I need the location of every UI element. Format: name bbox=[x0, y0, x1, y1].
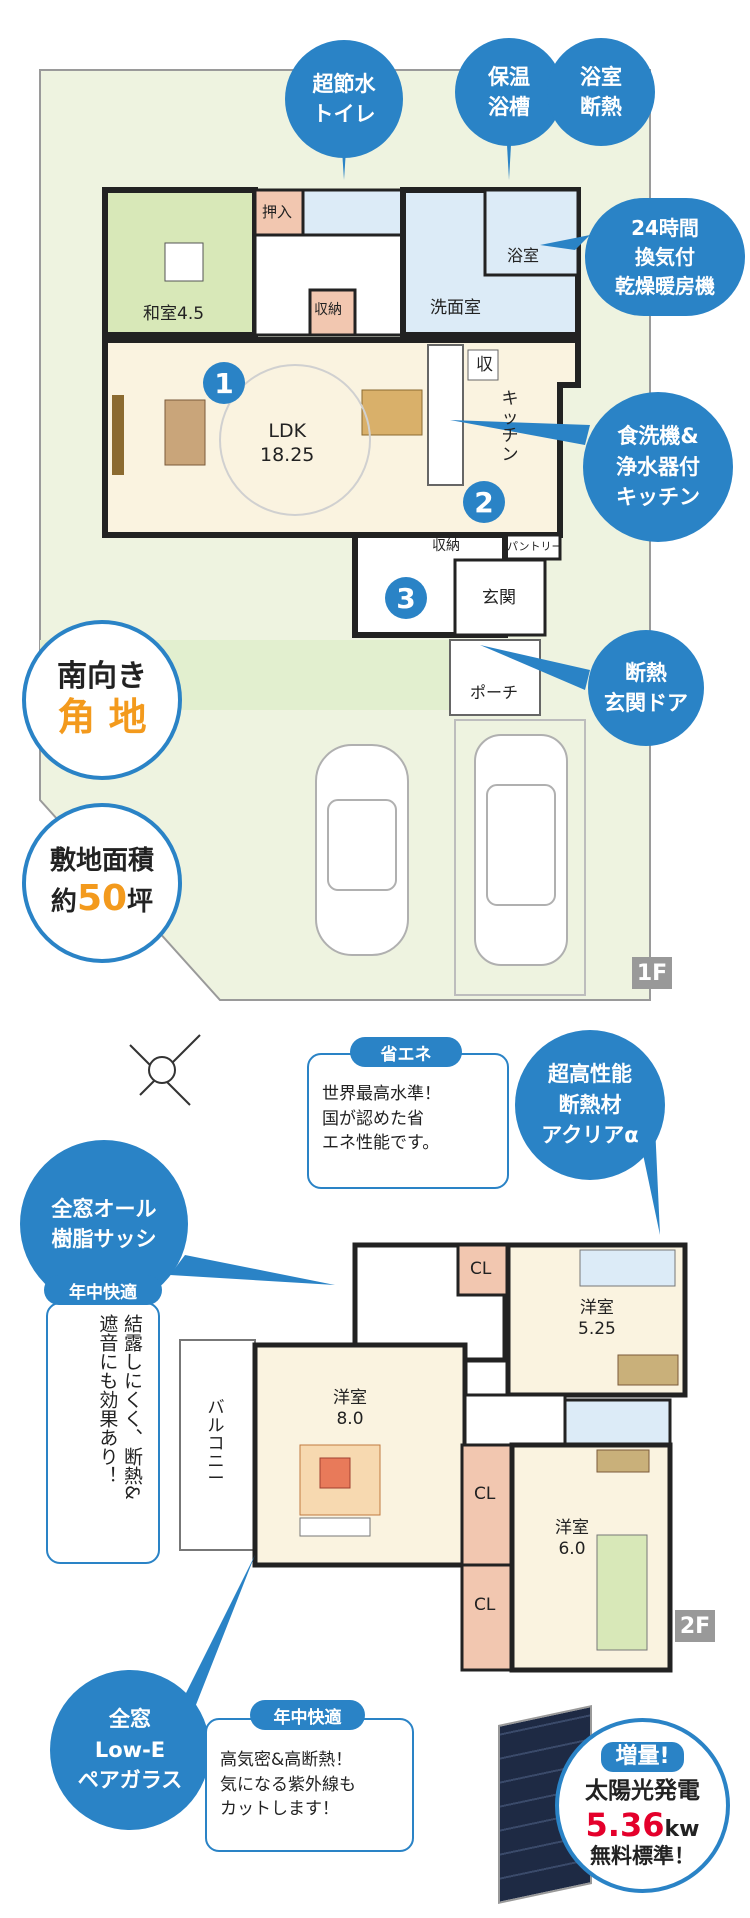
comfort-box bbox=[46, 1302, 160, 1564]
shu-label: 収 bbox=[476, 355, 493, 375]
ventilation-bubble: 24時間 換気付 乾燥暖房機 bbox=[585, 198, 745, 316]
solar-line1: 太陽光発電 bbox=[585, 1778, 700, 1805]
car-left bbox=[315, 744, 409, 956]
ldk-label: LDK 18.25 bbox=[260, 420, 315, 466]
solar-unit: kw bbox=[664, 1816, 700, 1842]
oshiire-label: 押入 bbox=[262, 203, 293, 221]
tub-bubble: 保温 浴槽 bbox=[455, 38, 563, 146]
car-right bbox=[474, 734, 568, 966]
solar-tag: 増量! bbox=[601, 1741, 684, 1773]
room-6-0-label: 洋室 6.0 bbox=[555, 1518, 589, 1560]
lowe-bubble: 全窓 Low-E ペアガラス bbox=[50, 1670, 210, 1830]
compass bbox=[129, 1034, 201, 1106]
kitchen-label: キッチン bbox=[501, 389, 519, 466]
lot-area-line2: 約50坪 bbox=[51, 877, 153, 920]
marker-2: 2 bbox=[463, 481, 505, 523]
closet-bottom-label: CL bbox=[474, 1595, 496, 1615]
insulation-bubble: 超高性能 断熱材 アクリアα bbox=[515, 1030, 665, 1180]
parking-space bbox=[454, 719, 586, 996]
solar-value: 5.36 bbox=[585, 1805, 665, 1844]
corner-lot-badge: 南向き 角 地 bbox=[22, 620, 182, 780]
comfort-tag: 年中快適 bbox=[44, 1275, 162, 1305]
solar-line3: 無料標準！ bbox=[590, 1844, 695, 1869]
lot-area-suffix: 坪 bbox=[127, 887, 154, 917]
comfort-text: 結露しにくく、断熱& 遮音にも効果あり！ bbox=[96, 1314, 143, 1500]
closet-mid-label: CL bbox=[474, 1484, 496, 1504]
marker-3: 3 bbox=[385, 577, 427, 619]
corner-lot-line1: 南向き bbox=[57, 659, 147, 695]
lot-area-badge: 敷地面積 約50坪 bbox=[22, 803, 182, 963]
kitchen-bubble: 食洗機& 浄水器付 キッチン bbox=[583, 392, 733, 542]
lot-area-prefix: 約 bbox=[50, 887, 77, 917]
lot-area-line1: 敷地面積 bbox=[49, 845, 154, 876]
storage-label: 収納 bbox=[314, 302, 342, 318]
door-bubble: 断熱 玄関ドア bbox=[588, 630, 704, 746]
entrance-label: 玄関 bbox=[482, 588, 516, 608]
lot-area-number: 50 bbox=[76, 878, 128, 919]
eco-tag: 省エネ bbox=[350, 1037, 462, 1067]
comfort-text-2: 高気密&高断熱！ 気になる紫外線も カットします！ bbox=[220, 1750, 356, 1820]
solar-badge: 増量! 太陽光発電 5.36kw 無料標準！ bbox=[555, 1718, 730, 1893]
floor-1f-tag: 1F bbox=[632, 957, 672, 989]
room-5-25-label: 洋室 5.25 bbox=[578, 1298, 616, 1340]
bath-insulation-bubble: 浴室 断熱 bbox=[547, 38, 655, 146]
marker-1: 1 bbox=[203, 362, 245, 404]
pantry-label: パントリー bbox=[507, 540, 563, 553]
balcony-label: バルコニー bbox=[207, 1398, 225, 1490]
eco-text: 世界最高水準！ 国が認めた省 エネ性能です。 bbox=[322, 1084, 441, 1154]
solar-line2: 5.36kw bbox=[586, 1806, 700, 1844]
porch-label: ポーチ bbox=[470, 683, 519, 702]
house-2f bbox=[179, 1242, 688, 1673]
corner-lot-line2: 角 地 bbox=[57, 695, 147, 740]
closet-top-label: CL bbox=[470, 1259, 492, 1279]
washroom-label: 洗面室 bbox=[430, 298, 481, 318]
storage2-label: 収納 bbox=[432, 538, 460, 554]
comfort-tag-2: 年中快適 bbox=[250, 1700, 365, 1730]
toilet-bubble: 超節水 トイレ bbox=[285, 40, 403, 158]
floor-2f-tag: 2F bbox=[675, 1610, 715, 1642]
bathroom-label: 浴室 bbox=[507, 246, 540, 265]
room-washitsu-label: 和室4.5 bbox=[143, 304, 205, 324]
room-8-0-label: 洋室 8.0 bbox=[333, 1388, 367, 1430]
